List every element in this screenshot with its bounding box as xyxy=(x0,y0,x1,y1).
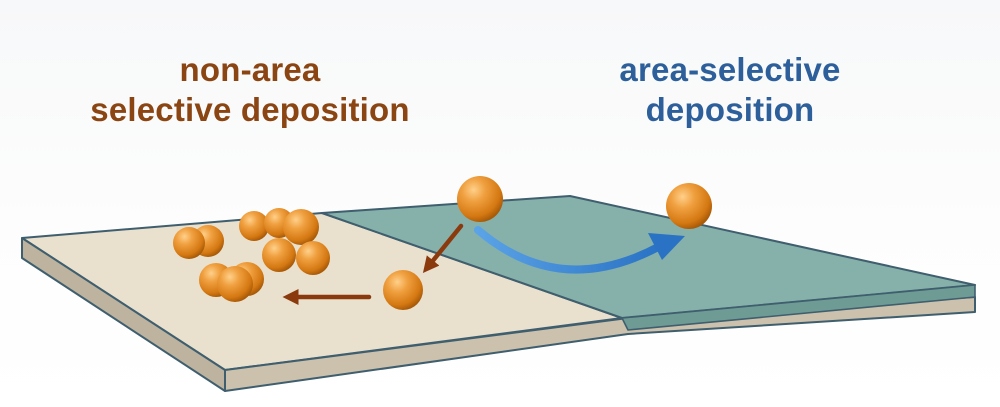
non-area-label-line-1: non-area xyxy=(179,51,321,88)
particle-sphere-icon xyxy=(666,183,712,229)
particle-sphere-icon xyxy=(457,176,503,222)
area-selective-label: area-selective deposition xyxy=(540,50,920,130)
non-area-label-line-2: selective deposition xyxy=(90,91,410,128)
particle-sphere-icon xyxy=(296,241,330,275)
area-label-line-2: deposition xyxy=(645,91,815,128)
particle-sphere-icon xyxy=(239,211,269,241)
particle-sphere-icon xyxy=(217,266,253,302)
particle-sphere-icon xyxy=(173,227,205,259)
arrow-down-left-icon xyxy=(422,223,464,274)
particle-cluster xyxy=(173,208,330,302)
particle-sphere-icon xyxy=(283,209,319,245)
particle-sphere-icon xyxy=(262,238,296,272)
non-area-selective-label: non-area selective deposition xyxy=(60,50,440,130)
substrate-left-face xyxy=(21,237,226,392)
growth-area-edge xyxy=(621,284,976,331)
particle-sphere-icon xyxy=(383,270,423,310)
curved-arrow-icon xyxy=(474,226,685,274)
area-label-line-1: area-selective xyxy=(619,51,841,88)
